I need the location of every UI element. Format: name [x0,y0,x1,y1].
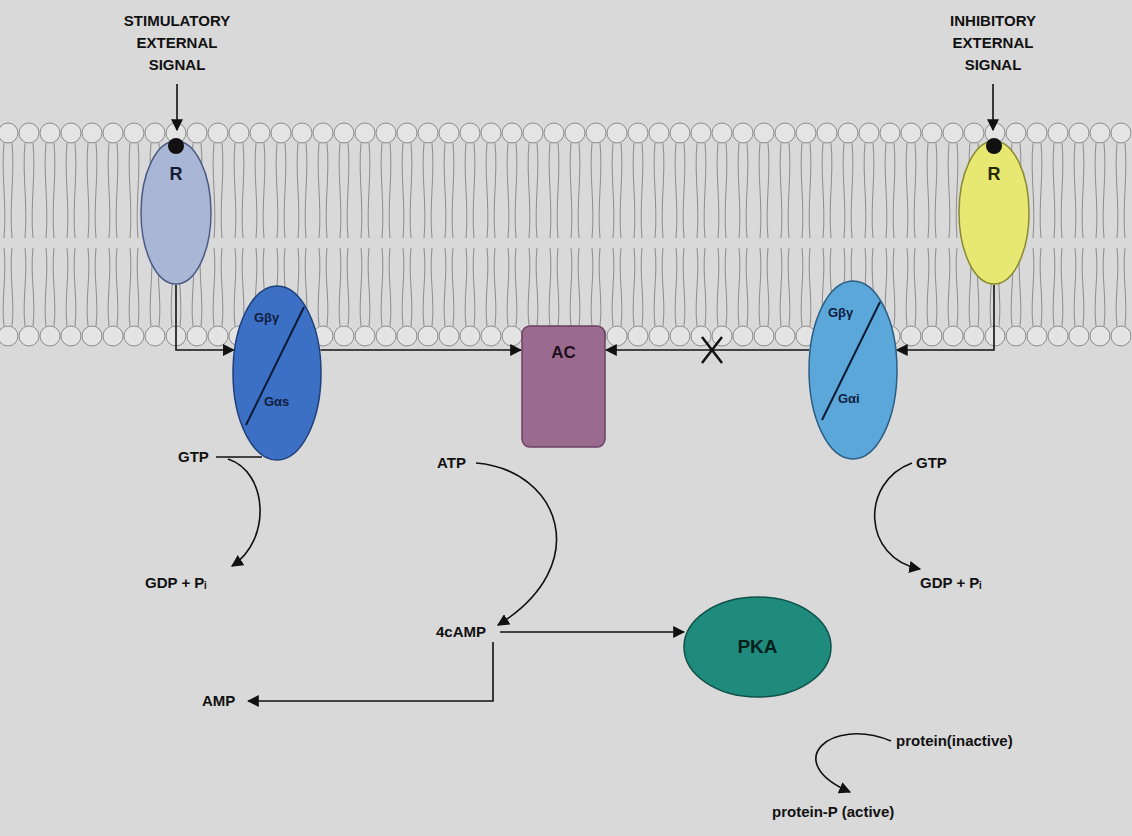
g-protein-stimulatory: GβγGαs [232,285,322,461]
molecule-label: 4cAMP [436,621,486,643]
synthesis-arrow [476,463,557,625]
molecule-label: GTP [178,446,209,468]
molecule-label: GDP + Pᵢ [920,572,981,594]
signal-connector [176,285,234,350]
node-text: R [988,164,1001,185]
node-text: R [170,164,183,185]
node-outline [140,140,212,285]
node-text: Gαs [264,395,289,410]
signal-connector [320,349,521,351]
molecule-label: AMP [202,690,235,712]
molecule-label: GDP + Pᵢ [145,572,206,594]
signal-arrow [992,84,994,130]
signal-arrow [176,84,178,130]
protein-label: protein(inactive) [896,730,1013,752]
node-text: Gβγ [254,311,279,326]
signal-connector [897,285,994,350]
degradation-arrow [248,642,493,701]
signal-connector [606,349,809,351]
signal-label: INHIBITORY EXTERNAL SIGNAL [933,10,1053,76]
node-outline [958,140,1030,285]
protein-label: protein-P (active) [772,801,894,823]
node-text: AC [551,343,576,363]
gtp-line [216,456,262,458]
node-text: Gβγ [828,306,853,321]
hydrolysis-arrow [875,463,920,569]
hydrolysis-arrow [228,459,260,566]
adenylyl-cyclase: AC [521,325,606,448]
phosphorylation-arrow [816,734,891,792]
signal-label: STIMULATORY EXTERNAL SIGNAL [117,10,237,76]
node-text: Gαi [838,392,860,407]
molecule-label: GTP [916,452,947,474]
receptor: R [958,140,1030,285]
receptor: R [140,140,212,285]
activation-arrow [500,631,684,633]
protein-kinase-a: PKA [683,596,832,698]
node-text: PKA [737,636,777,658]
lipid-bilayer [0,123,1131,346]
molecule-label: ATP [437,452,466,474]
g-protein-inhibitory: GβγGαi [808,280,898,460]
